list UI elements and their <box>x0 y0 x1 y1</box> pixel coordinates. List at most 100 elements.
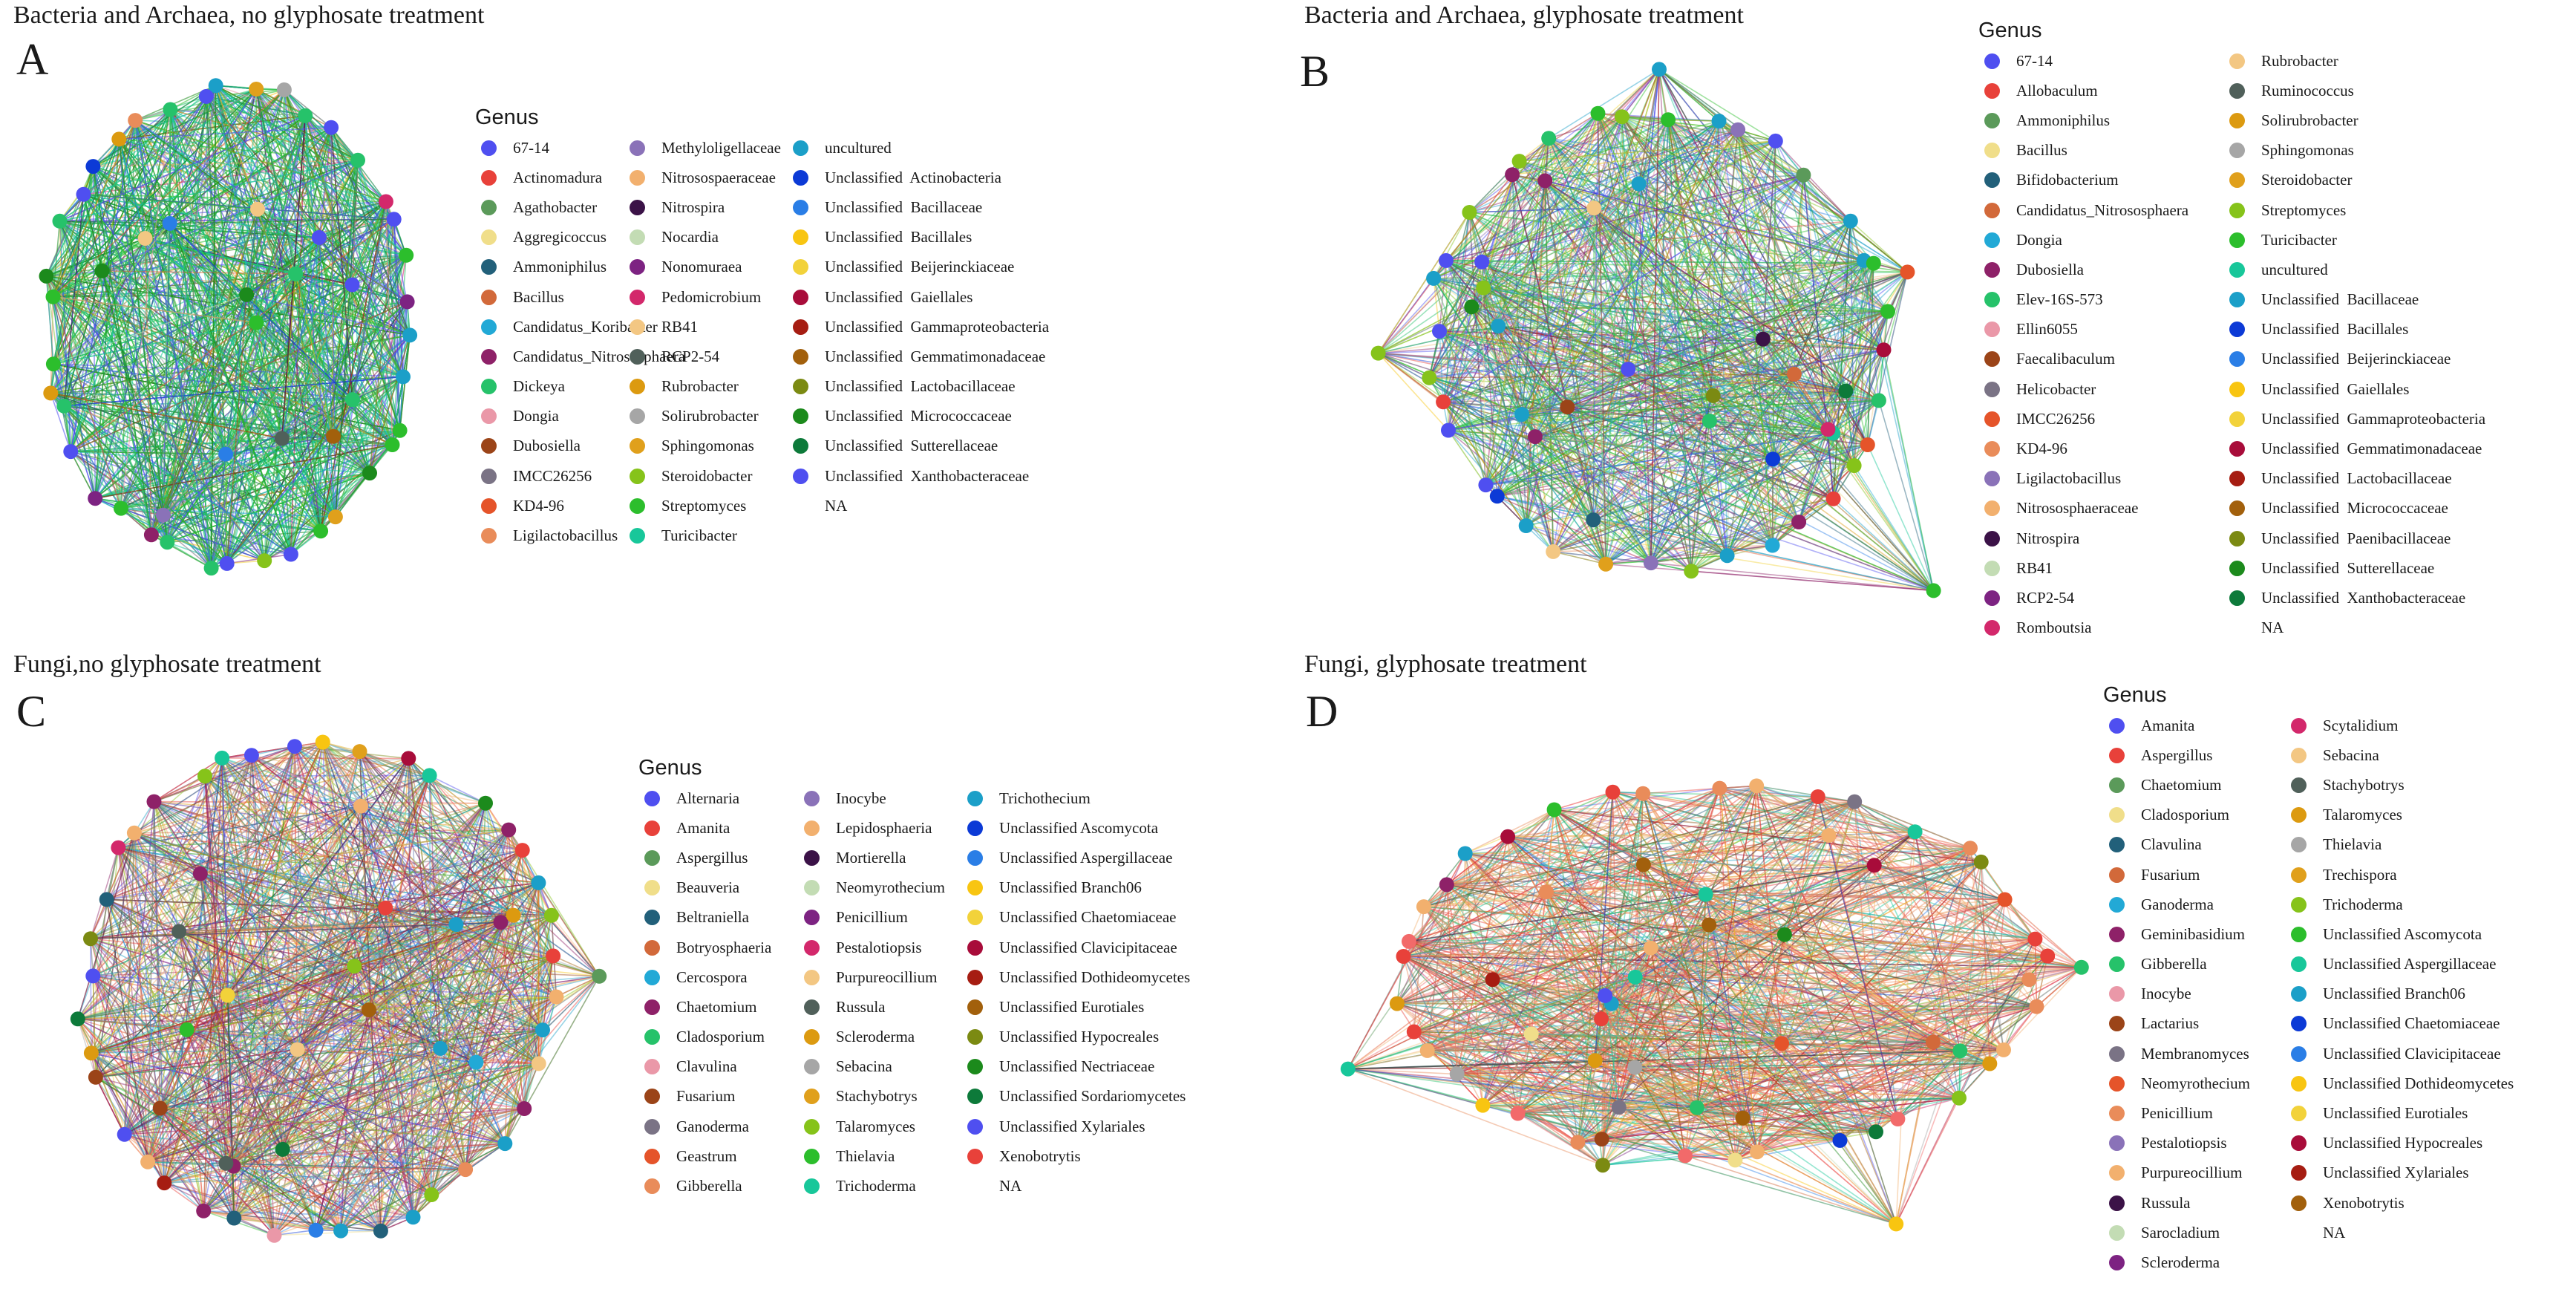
legend-label: Amanita <box>676 818 730 837</box>
edge <box>1526 525 1606 565</box>
edge <box>1378 306 1472 354</box>
edge <box>1442 401 1774 460</box>
edge <box>234 1169 466 1219</box>
network-node <box>399 294 415 310</box>
legend-item: Trichothecium <box>961 783 1169 813</box>
edge <box>124 1134 226 1164</box>
edge <box>1442 119 1669 402</box>
edge <box>340 758 410 1231</box>
edge <box>408 758 540 1064</box>
edge <box>315 915 552 1231</box>
edge <box>1667 119 1829 430</box>
edge <box>1347 1033 1531 1070</box>
edge <box>1544 180 1606 564</box>
edge <box>1378 352 1879 402</box>
edge <box>1627 368 1692 572</box>
edge <box>59 221 411 336</box>
edge <box>178 930 355 967</box>
edge <box>64 376 404 407</box>
network-node <box>549 989 564 1005</box>
edge <box>1481 261 1834 434</box>
edge <box>551 915 600 977</box>
edge <box>1468 212 1482 262</box>
edge <box>412 921 502 1218</box>
edge <box>1650 263 1874 564</box>
edge <box>1775 140 1851 222</box>
legend-label: Dongia <box>2016 230 2062 249</box>
edge <box>1621 116 1847 392</box>
edge <box>91 976 600 1054</box>
edge <box>1448 119 1669 431</box>
edge <box>164 1169 466 1184</box>
edge <box>163 751 361 1184</box>
edge <box>1566 368 1629 408</box>
legend-item: Aggregicoccus <box>475 223 624 252</box>
edge <box>1439 331 1444 402</box>
legend-label: Unclassified Bacillaceae <box>825 198 983 216</box>
edge <box>1667 120 1774 546</box>
edge <box>431 882 540 1195</box>
edge <box>221 757 386 909</box>
network-node <box>163 102 178 117</box>
edge <box>226 757 409 996</box>
edge <box>200 873 525 1109</box>
network-node <box>378 194 393 209</box>
edge <box>315 921 502 1231</box>
edge <box>368 914 514 1011</box>
edge <box>50 393 72 452</box>
edge <box>1832 311 1889 499</box>
edge <box>124 915 552 1135</box>
edge <box>1433 278 1652 564</box>
edge <box>227 994 441 1049</box>
panel-title: Fungi, glyphosate treatment <box>1304 650 1587 678</box>
edge <box>1481 261 1606 565</box>
edge <box>340 1143 506 1232</box>
edge <box>82 194 336 518</box>
edge <box>1737 129 1851 222</box>
legend-label: Methyloligellaceae <box>661 138 781 157</box>
legend-swatch <box>1984 202 2000 218</box>
edge <box>1658 69 1834 500</box>
edge <box>1448 429 1774 460</box>
network-node <box>1730 122 1746 137</box>
edge <box>163 742 324 1184</box>
panel-letter: B <box>1300 47 1330 96</box>
edge <box>160 1107 466 1170</box>
edge <box>1469 212 1908 273</box>
edge <box>221 757 539 884</box>
edge <box>1667 120 1714 397</box>
edge <box>1448 120 1720 431</box>
edge <box>1548 137 1834 434</box>
edge <box>1485 138 1549 486</box>
edge <box>408 758 466 1170</box>
edge <box>134 774 430 834</box>
edge <box>82 194 321 532</box>
edge <box>1709 420 1728 556</box>
edge <box>178 931 317 1231</box>
edge <box>1667 120 1692 572</box>
edge <box>1545 140 1776 182</box>
edge <box>1413 1031 1877 1133</box>
edge <box>294 745 441 1049</box>
legend-label: Alternaria <box>676 789 740 807</box>
legend-swatch <box>1984 143 2000 159</box>
edge <box>1443 390 1846 403</box>
edge <box>221 757 317 1230</box>
edge <box>200 873 414 1218</box>
edge <box>1548 137 1728 556</box>
edge <box>1485 399 1880 486</box>
edge <box>200 873 432 1195</box>
edge <box>1468 113 1598 213</box>
edge <box>154 757 223 803</box>
edge <box>93 166 320 238</box>
edge <box>92 976 161 1109</box>
edge <box>1658 69 1692 572</box>
edge <box>1378 310 1889 354</box>
network-node <box>128 113 143 128</box>
legend-label: Sphingomonas <box>661 437 754 455</box>
edge <box>95 1077 125 1135</box>
edge <box>1497 325 1834 500</box>
edge <box>431 849 523 1195</box>
edge <box>178 930 382 1232</box>
edge <box>147 931 180 1162</box>
